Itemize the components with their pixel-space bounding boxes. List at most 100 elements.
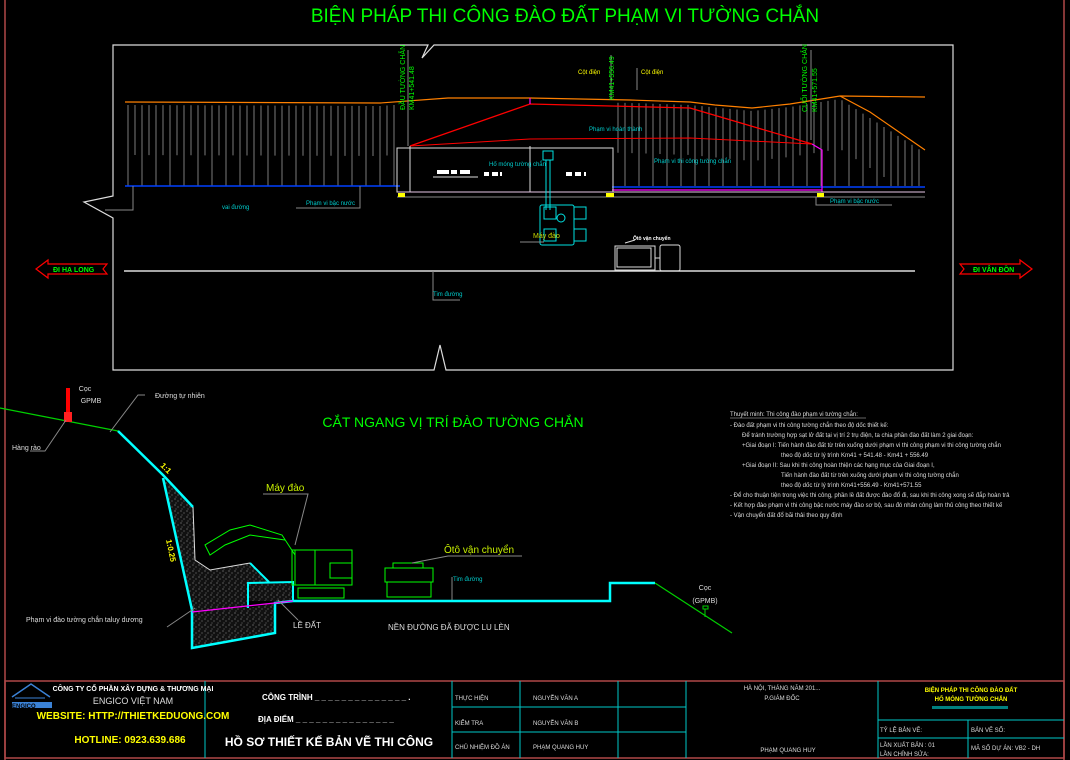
excavator-plan-icon — [539, 150, 587, 246]
company-line1: CÔNG TY CỔ PHẦN XÂY DỰNG & THƯƠNG MẠI — [53, 683, 214, 693]
notes: Thuyết minh: Thi công đào phạm vi tường … — [730, 411, 1010, 519]
direction-right-arrow: ĐI VÂN ĐỒN — [958, 258, 1033, 280]
plan-view: ĐẦU TƯỜNG CHẮN KM41+541.48 KM41+556.49 C… — [35, 44, 1033, 371]
truck-section-label: Ôtô vận chuyển — [444, 543, 514, 556]
shoulder-outline — [247, 580, 294, 608]
note-line: Tiến hành đào đất từ trên xuống dưới phạ… — [781, 472, 959, 479]
truck-label: Ôtô vận chuyển — [633, 234, 671, 242]
drawing-no-bar — [932, 706, 1008, 709]
excavation-boundary-outer — [409, 103, 813, 147]
note-line: - Để cho thuận tiện trong việc thi công,… — [730, 492, 1010, 499]
drawing-name-2: HỐ MÓNG TƯỜNG CHẮN — [935, 695, 1008, 703]
title-block: ENGICO CÔNG TY CỔ PHẦN XÂY DỰNG & THƯƠNG… — [4, 680, 1065, 759]
shoulder-label: LỀ ĐẤT — [293, 620, 321, 630]
slope-hatching — [127, 99, 920, 186]
finished-range-label: Phạm vi hoàn thành — [589, 127, 642, 133]
stake-label: Cọc — [79, 386, 92, 393]
section-title: CẮT NGANG VỊ TRÍ ĐÀO TƯỜNG CHẮN — [322, 413, 583, 430]
stake-code: GPMB — [81, 398, 102, 405]
leader — [277, 599, 299, 621]
company-logo — [11, 683, 52, 708]
note-line: +Giai đoạn II: Sau khi thi công hoàn thi… — [742, 462, 935, 469]
issue-label: LẦN XUẤT BẢN : 01 — [880, 742, 936, 749]
date-line: HÀ NỘI, THÁNG NĂM 201... — [744, 685, 821, 692]
project-code: MÃ SỐ DỰ ÁN: VB2 - DH — [971, 745, 1040, 752]
bucket-cut-line — [192, 506, 251, 571]
leader — [109, 394, 145, 433]
excavator-label: Máy đào — [533, 233, 560, 240]
road-edge-label: vai đường — [222, 205, 249, 211]
stake-right-label: Cọc — [699, 585, 712, 592]
drawing-title: BIỆN PHÁP THI CÔNG ĐÀO ĐẤT PHẠM VI TƯỜNG… — [311, 5, 819, 27]
step-markers — [398, 193, 824, 197]
natural-road-label: Đường tự nhiên — [155, 393, 205, 400]
director-title: P.GIÁM ĐỐC — [764, 695, 800, 702]
location-label: ĐỊA ĐIỂM _ _ _ _ _ _ _ _ _ _ _ _ _ _ _ — [258, 715, 394, 724]
excavation-range-label: Phạm vi đào tường chắn taluy dương — [26, 615, 143, 624]
wall-foundation-label: Hố móng tường chắn — [489, 161, 546, 168]
leader — [263, 493, 309, 546]
website: WEBSITE: HTTP://THIETKEDUONG.COM — [37, 711, 230, 722]
step-range-left-label: Phạm vi bậc nước — [306, 201, 355, 207]
slope-1-1 — [117, 430, 194, 508]
note-line: - Đào đất phạm vi thi công tường chắn th… — [730, 422, 889, 429]
end-label: CUỐI TƯỜNG CHẮN — [799, 44, 809, 112]
start-km: KM41+541.48 — [409, 66, 416, 110]
slope-ratio-2: 1:0.25 — [164, 539, 178, 564]
note-line: theo độ dốc từ lý trình Km41+556.49 - Km… — [781, 483, 922, 489]
scale-label: TỶ LỆ BẢN VẼ: — [880, 726, 922, 734]
project-label: CÔNG TRÌNH _ _ _ _ _ _ _ _ _ _ _ _ _ _ . — [262, 693, 411, 702]
direction-left-label: ĐI HẠ LONG — [53, 267, 95, 274]
end-km: KM41+571.55 — [812, 68, 819, 112]
role-name: NGUYỄN VĂN A — [533, 695, 578, 702]
leader — [624, 239, 636, 244]
role-label: KIỂM TRA — [455, 720, 483, 727]
note-line: theo độ dốc từ lý trình Km41 + 541.48 - … — [781, 453, 929, 459]
revision-label: LẦN CHỈNH SỬA: — [880, 751, 929, 758]
centerline-label: Tim đường — [433, 292, 462, 298]
bench-outline — [249, 562, 270, 583]
pole1-label: Cột điện — [578, 70, 600, 76]
start-label: ĐẦU TƯỜNG CHẮN — [397, 45, 407, 110]
arrow-marks — [437, 170, 586, 176]
subgrade-label: NỀN ĐƯỜNG ĐÃ ĐƯỢC LU LÈN — [388, 622, 510, 632]
role-label: CHỦ NHIỆM ĐỒ ÁN — [455, 743, 510, 751]
excavator-side-icon — [204, 524, 353, 599]
excavation-fill — [163, 478, 275, 648]
fence-label: Hàng rào — [12, 445, 41, 452]
director-name: PHẠM QUANG HUY — [760, 748, 815, 754]
note-line: Để tránh trường hợp sạt lở đất tại vị tr… — [742, 432, 974, 439]
leader — [166, 607, 196, 628]
plan-frame — [82, 44, 954, 371]
pole2-label: Cột điện — [641, 70, 663, 76]
role-name: PHẠM QUANG HUY — [533, 745, 588, 751]
natural-ground-line — [0, 407, 119, 432]
fence-stake-icon — [64, 388, 72, 422]
role-label: THỰC HIỆN — [455, 694, 488, 702]
drawing-number-label: BẢN VẼ SỐ: — [971, 727, 1005, 734]
wall-foundation-pit — [396, 147, 614, 193]
top-of-slope-line — [124, 95, 926, 109]
stake-right-code: (GPMB) — [692, 598, 717, 605]
excavator-section-label: Máy đào — [266, 483, 305, 494]
shoulder-fill — [248, 583, 293, 601]
logo-text: ENGICO — [12, 704, 36, 710]
document-title: HỒ SƠ THIẾT KẾ BẢN VẼ THI CÔNG — [225, 734, 433, 749]
note-line: +Giai đoạn I: Tiến hành đào đất từ trên … — [742, 442, 1001, 449]
leader — [30, 419, 67, 452]
stake-right-icon — [702, 605, 709, 617]
cross-section: CẮT NGANG VỊ TRÍ ĐÀO TƯỜNG CHẮN — [0, 386, 733, 650]
excavation-boundary-inner — [409, 137, 813, 147]
construction-range-label: Phạm vi thi công tường chắn — [654, 158, 731, 165]
truck-side-icon — [384, 562, 434, 598]
drawing-name-1: BIỆN PHÁP THI CÔNG ĐÀO ĐẤT — [925, 686, 1018, 694]
note-line: - Kết hợp đào phạm vi thi công bậc nước … — [730, 502, 1003, 509]
leader — [105, 186, 134, 211]
direction-left-arrow: ĐI HẠ LONG — [35, 258, 109, 280]
ground-right — [654, 582, 733, 634]
leader — [432, 271, 460, 301]
role-name: NGUYỄN VĂN B — [533, 720, 578, 727]
design-line — [191, 600, 294, 613]
centerline-section-label: Tim đường — [453, 577, 482, 583]
